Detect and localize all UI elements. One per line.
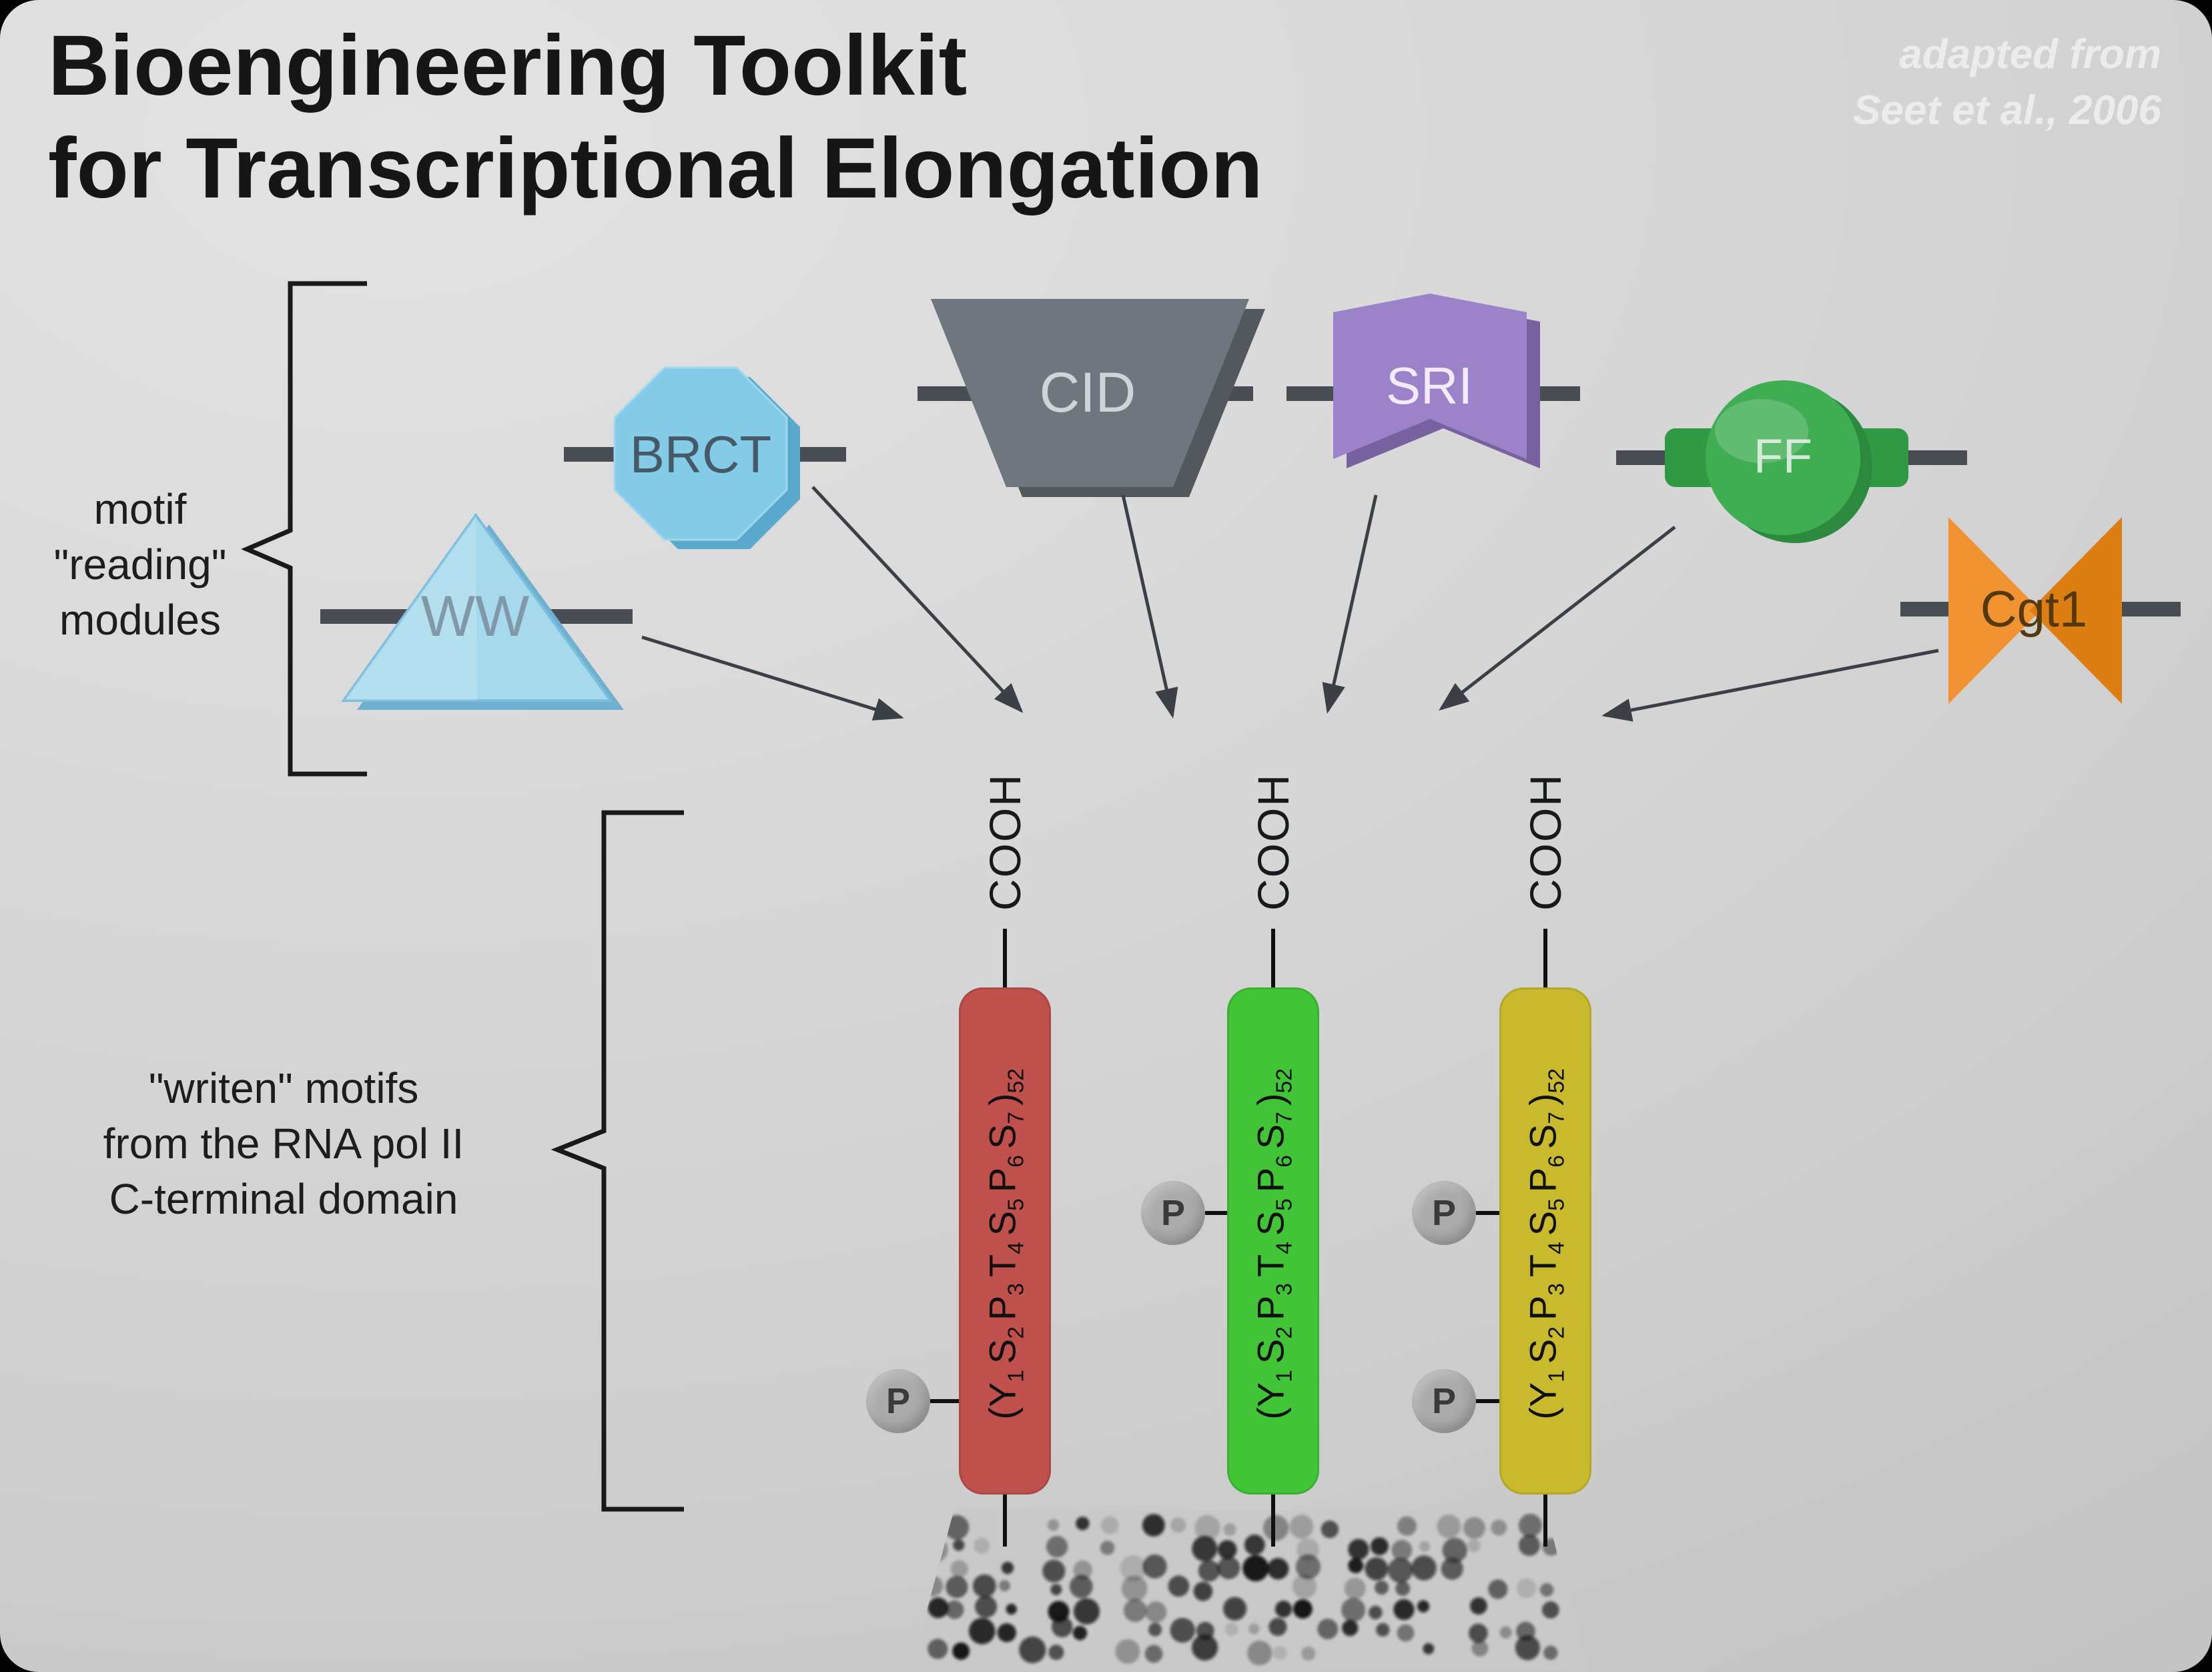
attribution-line-2: Seet et al., 2006 xyxy=(1853,87,2161,133)
cooh-label-green: COOH xyxy=(1248,773,1298,911)
arrow-sri-to-ctd xyxy=(1322,494,1378,714)
ctd-connectors xyxy=(930,929,1547,1547)
module-ff-shape xyxy=(1665,380,1908,543)
ctd-repeat-text-yellow: (Y1S2P3T4S5P6S7)52 xyxy=(1521,1068,1569,1420)
ctd-bar-red: (Y1S2P3T4S5P6S7)52 xyxy=(959,987,1051,1495)
reading-modules-label: motif "reading" modules xyxy=(10,482,270,649)
module-brct-shape xyxy=(613,366,800,549)
ctd-bar-green: (Y1S2P3T4S5P6S7)52 xyxy=(1227,987,1319,1495)
blot-spots xyxy=(922,1513,1560,1666)
module-cid-shape xyxy=(931,299,1265,497)
arrow-cid-to-ctd xyxy=(1121,494,1178,719)
written-label-line-3: C-terminal domain xyxy=(109,1175,458,1224)
phospho-badge-red: P xyxy=(866,1369,930,1433)
reading-label-line-3: modules xyxy=(59,596,221,645)
page-title: Bioengineering Toolkit for Transcription… xyxy=(48,15,1263,220)
written-motifs-label: "writen" motifs from the RNA pol II C-te… xyxy=(27,1061,540,1228)
phospho-badge-green: P xyxy=(1141,1181,1205,1245)
reading-label-line-1: motif xyxy=(93,485,187,533)
module-sri-shape xyxy=(1333,294,1540,468)
attribution-line-1: adapted from xyxy=(1899,31,2161,77)
arrow-ff-to-ctd xyxy=(1439,526,1676,711)
ctd-repeat-text-red: (Y1S2P3T4S5P6S7)52 xyxy=(981,1068,1029,1420)
reading-label-line-2: "reading" xyxy=(53,540,227,589)
cooh-label-yellow: COOH xyxy=(1521,773,1570,911)
module-sri-label: SRI xyxy=(1385,356,1473,415)
module-cid-label: CID xyxy=(1039,360,1136,424)
title-line-2: for Transcriptional Elongation xyxy=(48,120,1263,216)
phospho-badge-yellow2: P xyxy=(1412,1369,1476,1433)
written-label-line-2: from the RNA pol II xyxy=(103,1120,464,1168)
cooh-label-red: COOH xyxy=(980,773,1030,911)
ctd-bar-yellow: (Y1S2P3T4S5P6S7)52 xyxy=(1499,987,1591,1495)
ctd-repeat-text-green: (Y1S2P3T4S5P6S7)52 xyxy=(1249,1068,1297,1420)
module-cgt1-label: Cgt1 xyxy=(1980,580,2088,638)
connector-stubs xyxy=(320,386,2181,624)
phospho-badge-yellow1: P xyxy=(1412,1181,1476,1245)
attribution: adapted from Seet et al., 2006 xyxy=(1853,27,2161,138)
module-brct-label: BRCT xyxy=(629,424,772,484)
reading-brace xyxy=(241,281,367,777)
module-ww-label: WW xyxy=(420,584,530,649)
written-label-line-1: "writen" motifs xyxy=(148,1064,419,1112)
arrow-cgt1-to-ctd xyxy=(1601,649,1939,722)
module-ww-shape xyxy=(341,512,624,710)
module-arrows xyxy=(641,486,1939,722)
written-brace xyxy=(550,810,684,1512)
peptide-array-blot xyxy=(911,1509,1587,1672)
module-cgt1-shape xyxy=(1948,517,2122,704)
arrow-ww-to-ctd xyxy=(641,635,904,721)
arrow-brct-to-ctd xyxy=(811,486,1024,713)
module-ff-label: FF xyxy=(1754,430,1812,483)
title-line-1: Bioengineering Toolkit xyxy=(48,18,968,113)
